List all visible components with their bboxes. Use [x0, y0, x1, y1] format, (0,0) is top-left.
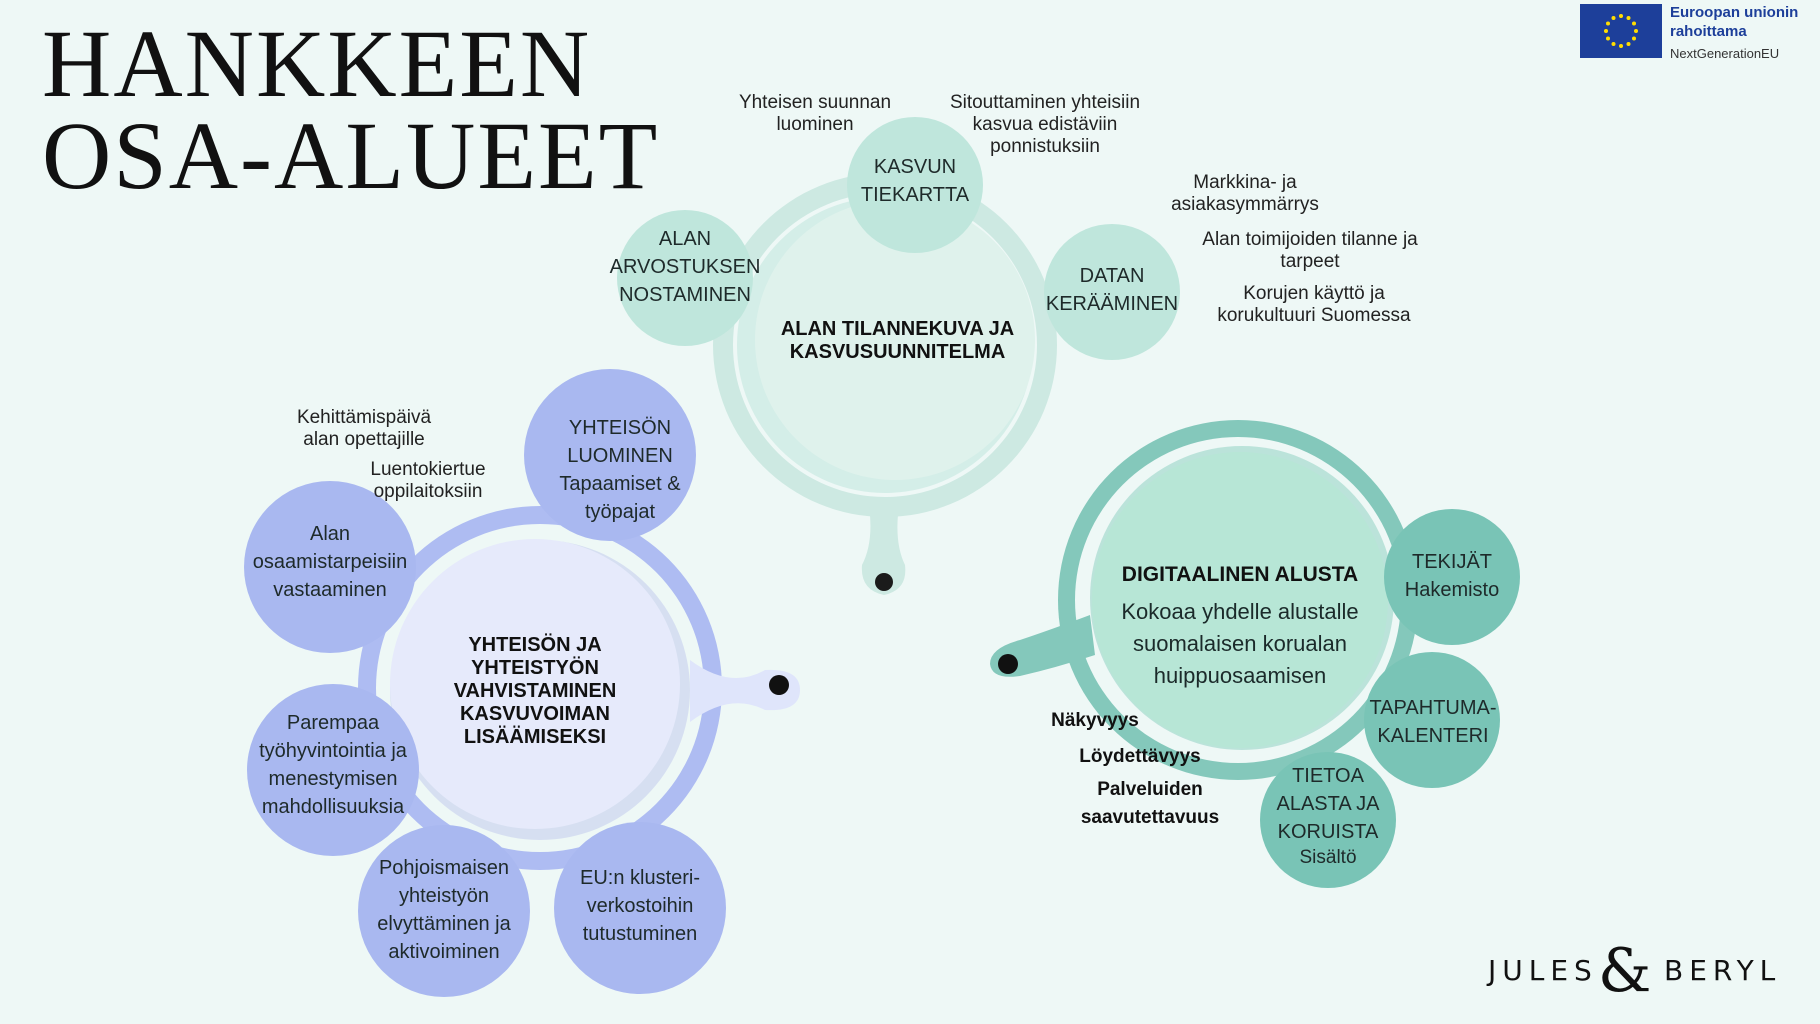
left-note-kehittamis: Kehittämispäivä alan opettajille [296, 407, 432, 450]
right-node-tapahtuma-label: TAPAHTUMA- KALENTERI [1369, 697, 1497, 747]
top-cluster-shape [617, 117, 1180, 595]
right-note-palveluiden: Palveluiden saavutettavuus [1080, 779, 1220, 828]
brand-left-text: JULES [1488, 954, 1598, 987]
left-node-parempaa-circle [247, 684, 419, 856]
brand-ampersand: & [1598, 936, 1652, 1006]
left-cluster-stem [690, 660, 800, 722]
top-note-toimijat: Alan toimijoiden tilanne ja tarpeet [1202, 229, 1418, 272]
right-node-tapahtuma-circle [1364, 652, 1500, 788]
left-note-luento: Luentokiertue oppilaitoksiin [370, 459, 486, 502]
left-cluster-shape [244, 369, 800, 997]
eu-stars-icon [1604, 14, 1638, 48]
left-cluster-disc [390, 539, 680, 829]
jules-beryl-logo: JULES & BERYL [1488, 936, 1775, 1006]
right-cluster-disc [1092, 452, 1388, 748]
top-cluster-title: ALAN TILANNEKUVA JA KASVUSUUNNITELMA [780, 318, 1015, 363]
title-line-1: HANKKEEN [42, 10, 592, 117]
top-node-datan-label: DATAN KERÄÄMINEN [1045, 265, 1179, 315]
top-cluster-stem [861, 500, 906, 595]
right-node-tietoa-label: TIETOA ALASTA JA KORUISTA [1276, 765, 1380, 843]
top-node-arvostus-label: ALAN ARVOSTUKSEN NOSTAMINEN [609, 228, 761, 306]
top-note-yhteisen: Yhteisen suunnan luominen [738, 92, 892, 135]
top-node-datan-circle [1044, 224, 1180, 360]
page-title: HANKKEEN OSA-ALUEET [42, 10, 660, 209]
left-node-eu-label: EU:n klusteri- verkostoihin tutustuminen [579, 867, 701, 945]
left-node-yhteison-circle [524, 369, 696, 541]
right-cluster-shape [990, 420, 1520, 888]
title-line-2: OSA-ALUEET [42, 102, 660, 209]
eu-text-line-1: Euroopan unionin [1670, 4, 1799, 21]
right-node-tekijat-label: TEKIJÄT Hakemisto [1404, 551, 1500, 601]
top-note-markkina: Markkina- ja asiakasymmärrys [1171, 172, 1319, 215]
top-node-kasvun-label: KASVUN TIEKARTTA [860, 156, 970, 206]
left-node-osaamis-circle [244, 481, 416, 653]
right-cluster-subtitle: Kokoaa yhdelle alustalle suomalaisen kor… [1121, 599, 1359, 688]
eu-text-line-2: rahoittama [1670, 23, 1747, 40]
right-cluster-title: DIGITAALINEN ALUSTA [1121, 563, 1359, 586]
left-node-eu-circle [554, 822, 726, 994]
brand-right-text: BERYL [1664, 954, 1782, 987]
right-node-tekijat-circle [1384, 509, 1520, 645]
left-cluster-title: YHTEISÖN JA YHTEISTYÖN VAHVISTAMINEN KAS… [453, 634, 617, 748]
top-cluster-dot [875, 573, 893, 591]
left-node-osaamis-label: Alan osaamistarpeisiin vastaaminen [252, 523, 408, 601]
right-note-loydettavyys: Löydettävyys [1079, 746, 1201, 767]
top-node-kasvun-circle [847, 117, 983, 253]
eu-text-line-3: NextGenerationEU [1670, 46, 1780, 61]
left-node-parempaa-label: Parempaa työhyvintointia ja menestymisen… [259, 712, 407, 818]
left-node-yhteison-label: YHTEISÖN LUOMINEN Tapaamiset & työpajat [559, 417, 681, 523]
top-node-arvostus-circle [617, 210, 753, 346]
eu-flag-icon [1580, 4, 1662, 58]
left-node-pohjoismaisen-circle [358, 825, 530, 997]
left-cluster-dot [769, 675, 789, 695]
top-note-korujen: Korujen käyttö ja korukultuuri Suomessa [1217, 283, 1411, 326]
left-node-pohjoismaisen-label: Pohjoismaisen yhteistyön elvyttäminen ja… [377, 857, 511, 963]
right-note-nakyvyys: Näkyvyys [1051, 710, 1139, 731]
top-note-sitouttaminen: Sitouttaminen yhteisiin kasvua edistävii… [949, 92, 1141, 157]
right-node-tietoa-circle [1260, 752, 1396, 888]
top-cluster-disc [755, 200, 1035, 480]
right-node-sisalto-label: Sisältö [1299, 847, 1357, 868]
right-cluster-dot [998, 654, 1018, 674]
eu-funding-badge: Euroopan unionin rahoittama NextGenerati… [1580, 4, 1812, 64]
